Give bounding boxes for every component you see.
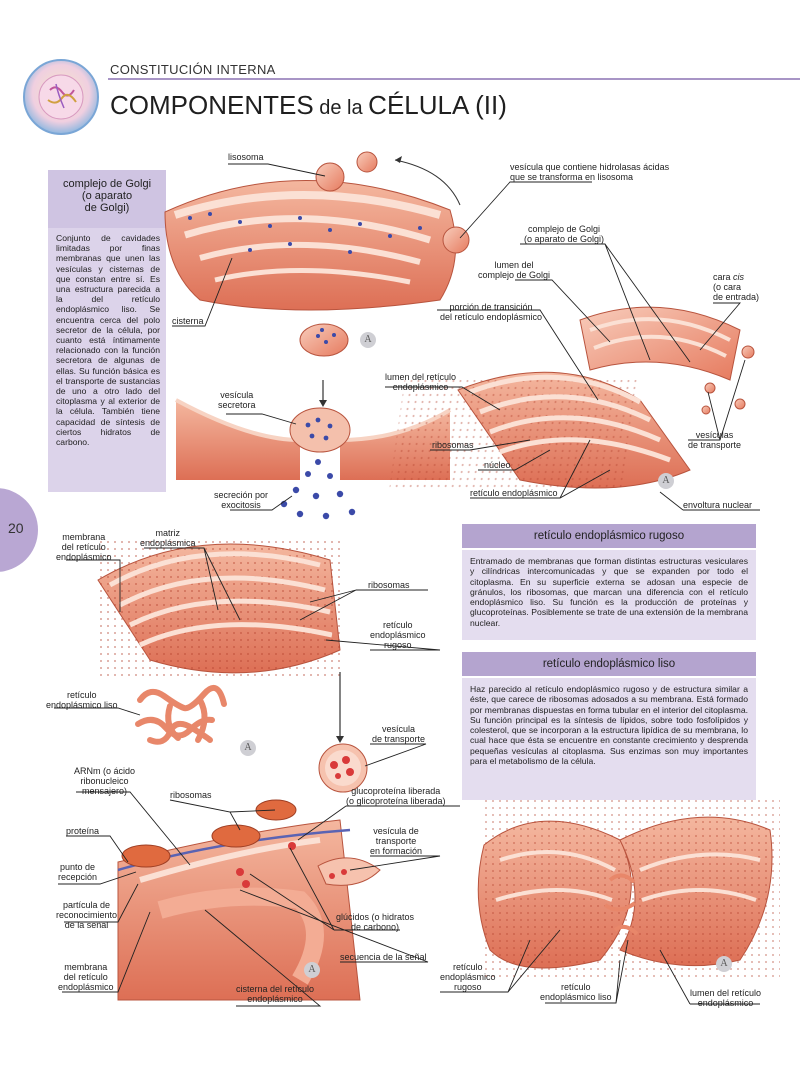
badge-a-5: A [716, 956, 732, 972]
label-matriz-endoplasmica: matriz endoplásmica [140, 528, 196, 548]
label-lisosoma: lisosoma [228, 152, 264, 162]
label-vesicula-formacion: vesícula de transporte en formación [370, 826, 423, 856]
section-title: CONSTITUCIÓN INTERNA [110, 62, 276, 77]
title-part-b: de la [313, 97, 369, 119]
smooth-er-illustration [135, 684, 227, 745]
label-envoltura-nuclear: envoltura nuclear [683, 500, 753, 510]
label-glucoproteina: glucoproteína liberada (o glicoproteína … [346, 786, 446, 806]
label-reticulo-rugoso: retículo endoplásmico rugoso [370, 620, 426, 650]
label-reticulo-liso-b: retículo endoplásmico liso [540, 982, 612, 1002]
page-title: COMPONENTES de la CÉLULA (II) [110, 90, 507, 121]
protein-synthesis-illustration [117, 799, 381, 1001]
label-ribosomas-2: ribosomas [368, 580, 410, 590]
label-glucidos: glúcidos (o hidratos de carbono) [336, 912, 415, 932]
cell-logo [22, 58, 100, 136]
golgi-illustration [164, 151, 470, 407]
rough-er-panel-body: Entramado de membranas que forman distin… [462, 550, 756, 640]
cara-cis-text-c: (o cara de entrada) [713, 282, 760, 302]
golgi-panel-title: complejo de Golgi (o aparato de Golgi) [62, 178, 152, 214]
transport-vesicle-illustration [318, 743, 368, 793]
golgi-er-nucleus-illustration [389, 306, 755, 490]
er-fan-illustration [477, 800, 780, 980]
label-arnm: ARNm (o ácido ribonucleico mensajero) [74, 766, 136, 796]
label-reticulo-rugoso-b: retículo endoplásmico rugoso [440, 962, 496, 992]
label-membrana-reticulo-2: membrana del retículo endoplásmico [58, 962, 114, 992]
golgi-panel-body: Conjunto de cavidades limitadas por fina… [56, 233, 160, 448]
cara-cis-text-b: cis [733, 272, 745, 282]
label-vesicula-secretora: vesícula secretora [218, 390, 256, 410]
label-particula-senal: partícula de reconocimiento de la señal [56, 900, 118, 930]
rough-er-illustration [97, 540, 344, 743]
title-part-c: CÉLULA (II) [368, 90, 507, 120]
label-punto-recepcion: punto de recepción [58, 862, 98, 882]
label-cara-cis: cara cis (o cara de entrada) [713, 272, 759, 302]
golgi-panel-header [48, 170, 166, 228]
label-proteina: proteína [66, 826, 100, 836]
badge-a-3: A [240, 740, 256, 756]
label-ribosomas-1: ribosomas [432, 440, 474, 450]
smooth-er-panel-title: retículo endoplásmico liso [462, 652, 756, 676]
label-golgi-right: complejo de Golgi (o aparato de Golgi) [524, 224, 605, 244]
cara-cis-text-a: cara [713, 272, 734, 282]
label-lumen-golgi: lumen del complejo de Golgi [478, 260, 551, 280]
label-reticulo-endoplasmico: retículo endoplásmico [470, 488, 558, 498]
label-vesicula-hidrolasas: vesícula que contiene hidrolasas ácidas … [510, 162, 670, 182]
label-lumen-reticulo: lumen del retículo endoplásmico [385, 372, 457, 392]
label-vesiculas-transporte: vesículas de transporte [688, 430, 742, 450]
badge-a-4: A [304, 962, 320, 978]
label-membrana-reticulo-1: membrana del retículo endoplásmico [56, 532, 112, 562]
label-ribosomas-3: ribosomas [170, 790, 212, 800]
title-part-a: COMPONENTES [110, 90, 314, 120]
label-cisterna-reticulo: cisterna del retículo endoplásmico [236, 984, 315, 1004]
label-secuencia-senal: secuencia de la señal [340, 952, 427, 962]
badge-a-2: A [658, 473, 674, 489]
header-rule [108, 78, 800, 80]
label-nucleo: núcleo [484, 460, 511, 470]
label-cisterna: cisterna [172, 316, 204, 326]
label-vesicula-transporte: vesícula de transporte [372, 724, 426, 744]
page-number: 20 [8, 520, 24, 536]
label-porcion-transicion: porción de transición del retículo endop… [440, 302, 543, 322]
badge-a-1: A [360, 332, 376, 348]
label-lumen-reticulo-b: lumen del retículo endoplásmico [690, 988, 762, 1008]
smooth-er-panel-body: Haz parecido al retículo endoplásmico ru… [462, 678, 756, 800]
rough-er-panel-title: retículo endoplásmico rugoso [462, 524, 756, 548]
label-reticulo-liso: retículo endoplásmico liso [46, 690, 118, 710]
label-secrecion-exocitosis: secreción por exocitosis [214, 490, 269, 510]
